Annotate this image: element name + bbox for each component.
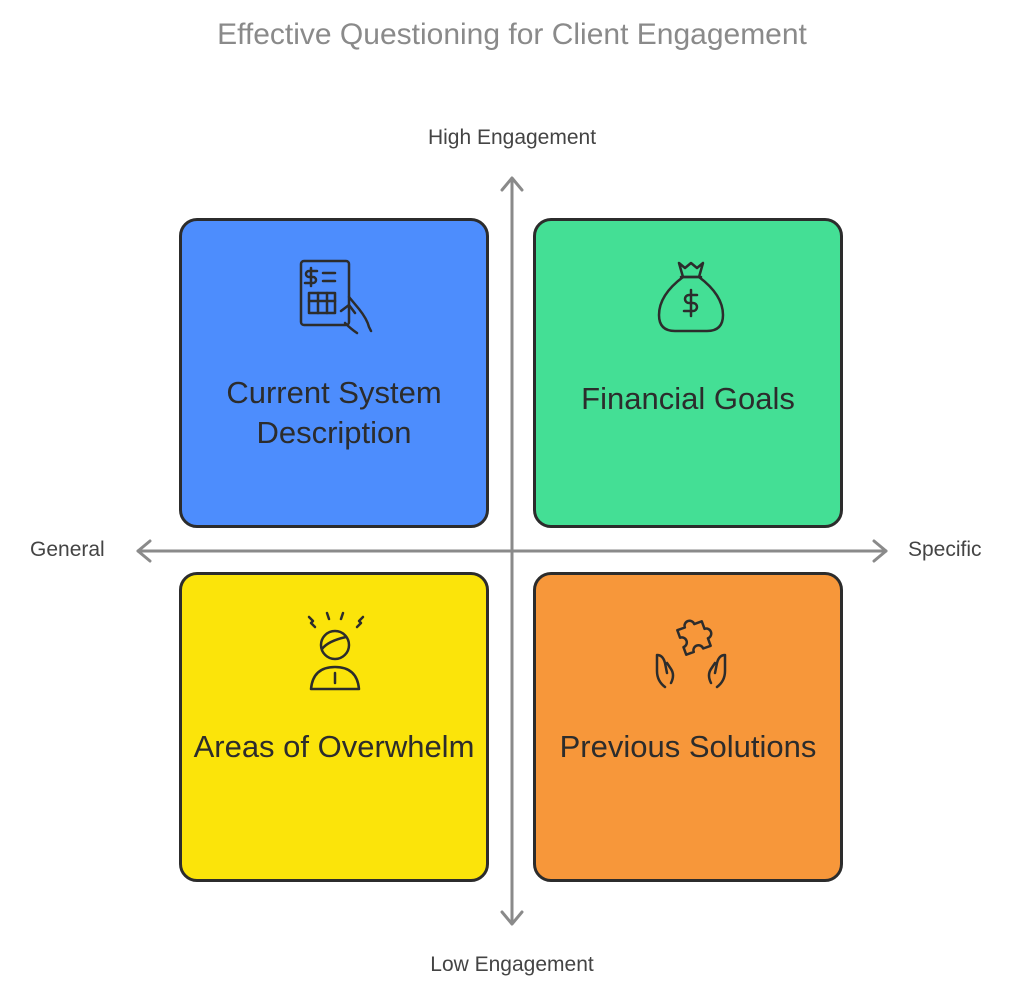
arrow-right-icon <box>872 539 888 563</box>
receipt-hand-icon <box>299 259 373 335</box>
axis-label-top: High Engagement <box>427 126 597 149</box>
quadrant-label: Areas of Overwhelm <box>193 729 475 764</box>
money-bag-icon <box>657 261 725 333</box>
stressed-person-icon <box>307 611 365 691</box>
quadrant-previous-solutions: Previous Solutions <box>533 572 843 882</box>
diagram-title: Effective Questioning for Client Engagem… <box>217 18 807 51</box>
quadrant-label: Previous Solutions <box>559 729 817 764</box>
quadrant-label: Financial Goals <box>581 381 795 416</box>
axis-label-bottom: Low Engagement <box>430 953 594 976</box>
arrow-down-icon <box>500 910 524 926</box>
axis-label-left: General <box>30 538 105 561</box>
quadrant-areas-overwhelm: Areas of Overwhelm <box>179 572 489 882</box>
arrow-left-icon <box>136 539 152 563</box>
quadrant-label: Current System Description <box>226 375 442 450</box>
quadrant-financial-goals: Financial Goals <box>533 218 843 528</box>
hands-puzzle-icon <box>655 619 727 689</box>
arrow-up-icon <box>500 176 524 192</box>
quadrant-current-system: Current System Description <box>179 218 489 528</box>
axis-label-right: Specific <box>908 538 982 561</box>
